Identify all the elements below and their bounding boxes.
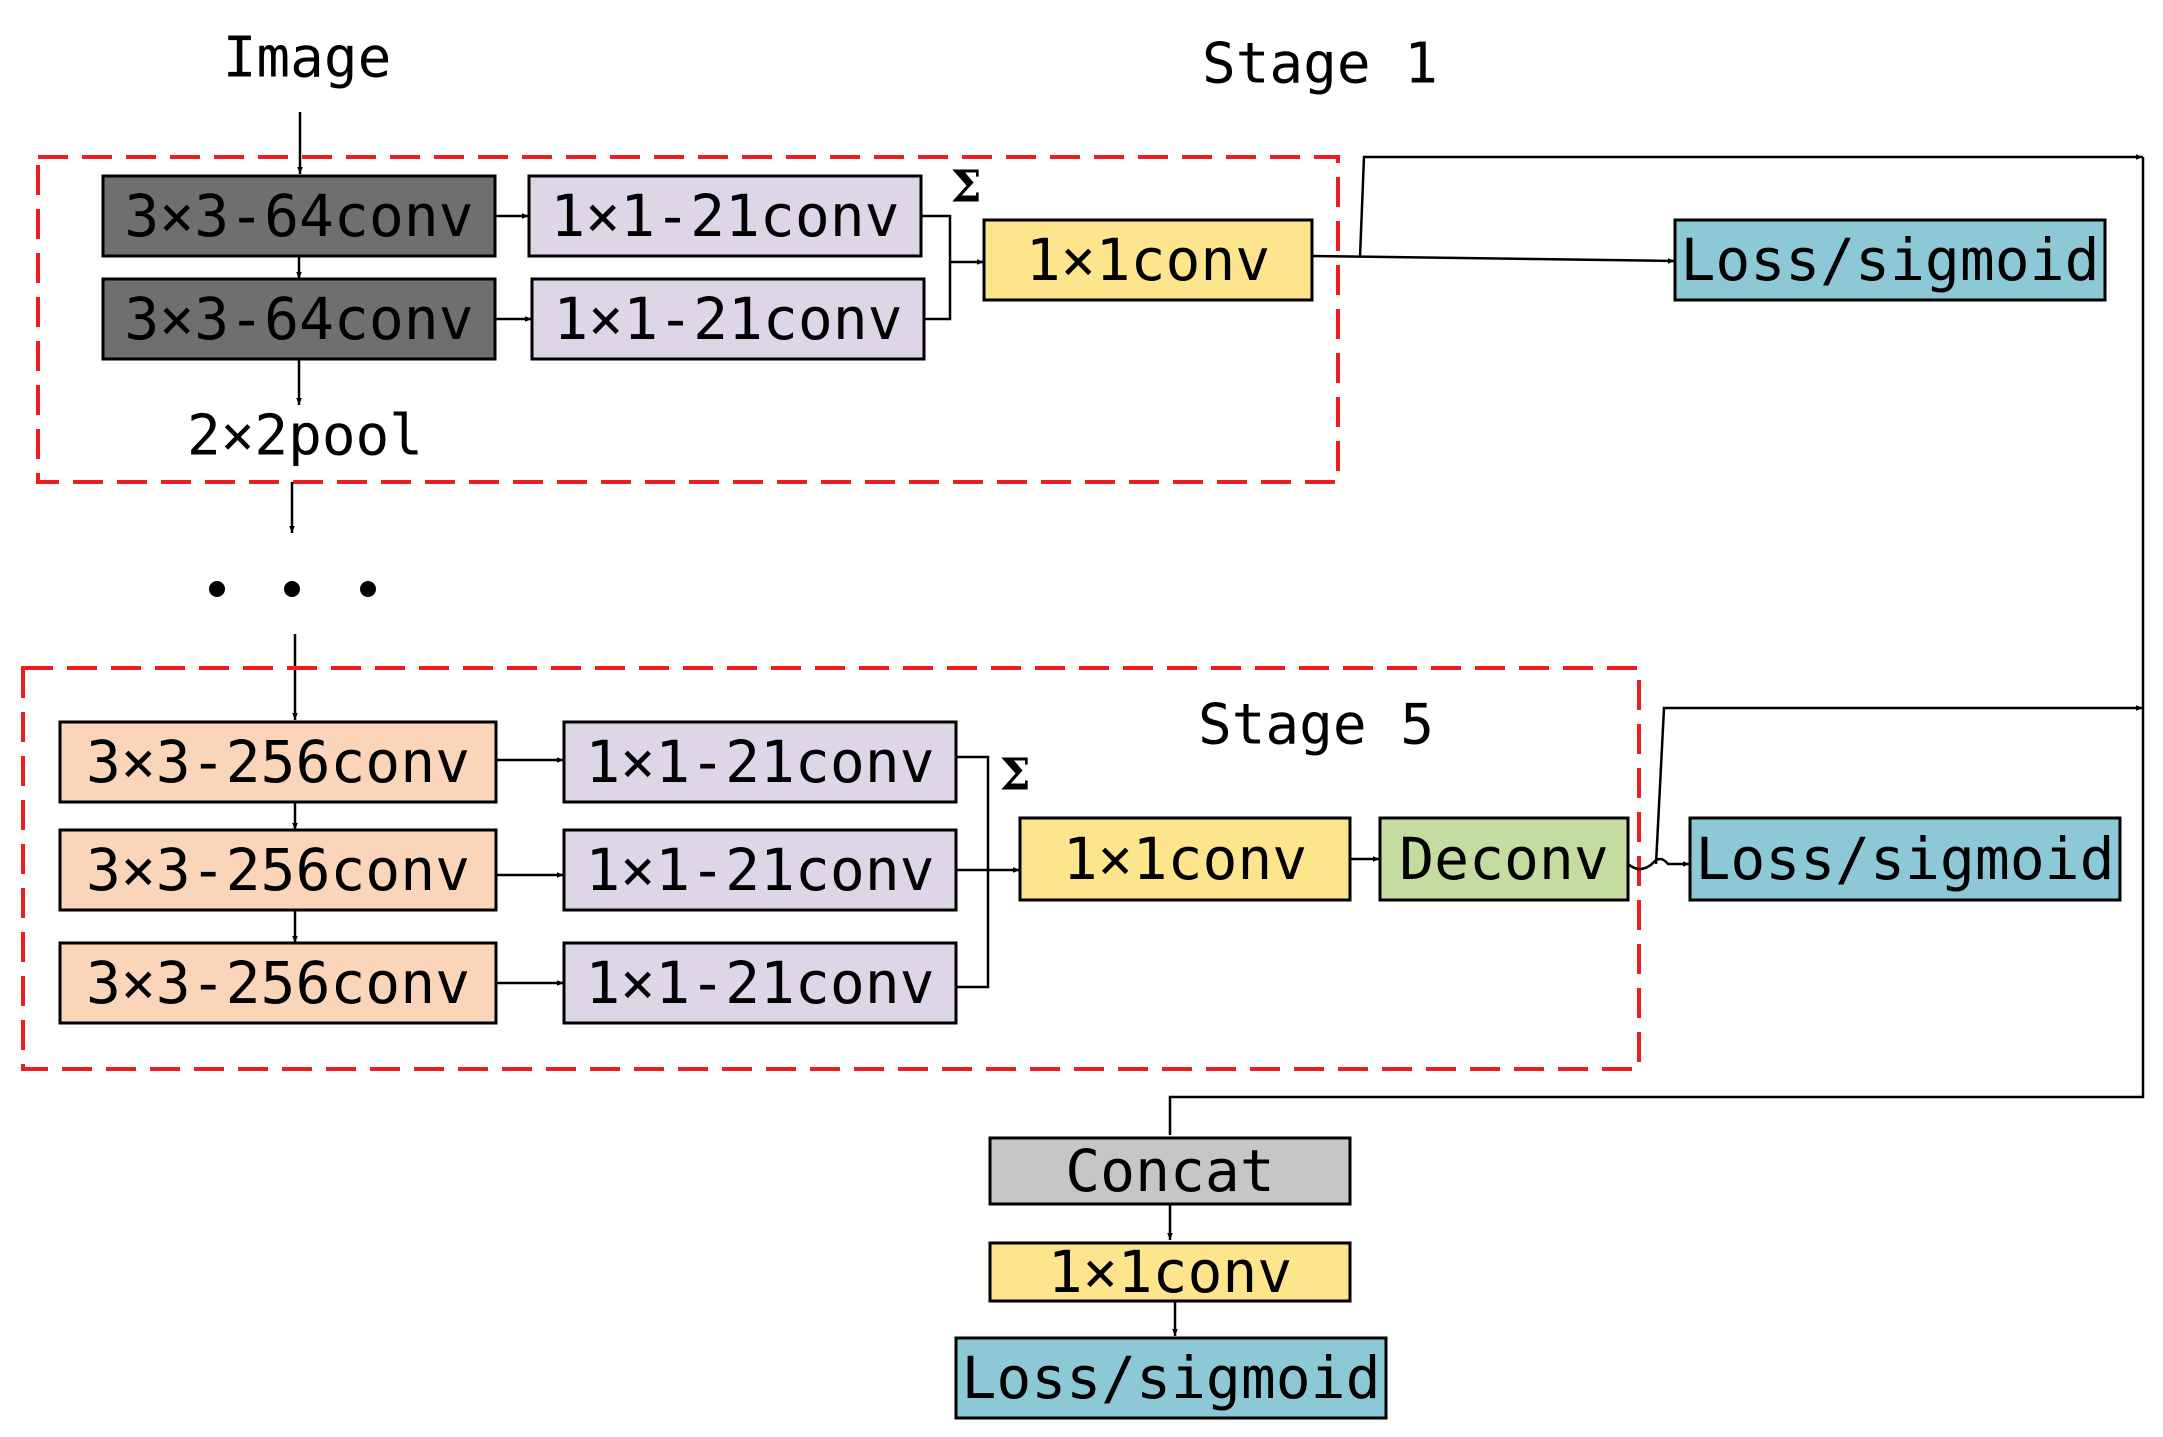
stage5-title: Stage 5: [1198, 693, 1434, 758]
stage5-deconv-box: Deconv: [1378, 816, 1630, 902]
stage5-conv256-box-c: 3×3-256conv: [58, 941, 498, 1025]
stage1-to-fusion-line: [1358, 154, 2143, 258]
svg-text:3×3-64conv: 3×3-64conv: [124, 285, 473, 353]
svg-text:1×1conv: 1×1conv: [1063, 825, 1307, 893]
stage5-sum-symbol: Σ: [999, 750, 1030, 801]
stage5-loss-box: Loss/sigmoid: [1688, 816, 2122, 902]
svg-text:3×3-256conv: 3×3-256conv: [86, 949, 470, 1017]
ellipsis: [209, 581, 376, 597]
stage5-sum-bracket: [956, 755, 990, 989]
stage1-conv64-box-b: 3×3-64conv: [101, 277, 497, 361]
stage5-to-fusion-line: [1654, 705, 2143, 865]
svg-text:1×1conv: 1×1conv: [1048, 1238, 1292, 1306]
stage5-conv21-box-b: 1×1-21conv: [562, 828, 958, 912]
svg-text:1×1-21conv: 1×1-21conv: [553, 285, 902, 353]
stage1-loss-box: Loss/sigmoid: [1673, 218, 2107, 302]
stage1-title: Stage 1: [1202, 32, 1438, 97]
svg-text:3×3-64conv: 3×3-64conv: [124, 182, 473, 250]
stage1-region: [36, 155, 1340, 484]
svg-text:1×1conv: 1×1conv: [1026, 226, 1270, 294]
stage1-conv21-box-b: 1×1-21conv: [530, 277, 926, 361]
fusion-bus-line: [1168, 157, 2145, 1135]
pool-label: 2×2pool: [187, 404, 423, 469]
stage1-conv1x1-box: 1×1conv: [982, 218, 1314, 302]
fusion-conv1x1-box: 1×1conv: [988, 1238, 1352, 1306]
svg-text:Loss/sigmoid: Loss/sigmoid: [1680, 226, 2099, 294]
stage1-sum-symbol: Σ: [950, 162, 981, 213]
stage1-conv64-box-a: 3×3-64conv: [101, 174, 497, 258]
image-label: Image: [223, 26, 392, 91]
svg-text:Loss/sigmoid: Loss/sigmoid: [1695, 825, 2114, 893]
svg-text:1×1-21conv: 1×1-21conv: [585, 728, 934, 796]
concat-box: Concat: [988, 1136, 1352, 1206]
svg-text:1×1-21conv: 1×1-21conv: [585, 949, 934, 1017]
svg-text:3×3-256conv: 3×3-256conv: [86, 836, 470, 904]
stage1-sum-bracket: [921, 214, 952, 321]
stage5-to-loss-arrow: [1627, 857, 1690, 871]
stage5-conv21-box-a: 1×1-21conv: [562, 720, 958, 804]
stage1-to-loss-arrow: [1311, 254, 1676, 264]
svg-text:3×3-256conv: 3×3-256conv: [86, 728, 470, 796]
svg-text:Deconv: Deconv: [1399, 825, 1609, 893]
stage5-conv21-box-c: 1×1-21conv: [562, 941, 958, 1025]
svg-text:1×1-21conv: 1×1-21conv: [585, 836, 934, 904]
stage5-conv1x1-box: 1×1conv: [1018, 816, 1352, 902]
svg-text:Concat: Concat: [1065, 1137, 1275, 1205]
fusion-loss-box: Loss/sigmoid: [954, 1336, 1388, 1420]
stage5-conv256-box-b: 3×3-256conv: [58, 828, 498, 912]
stage5-conv256-box-a: 3×3-256conv: [58, 720, 498, 804]
svg-text:1×1-21conv: 1×1-21conv: [550, 182, 899, 250]
stage1-conv21-box-a: 1×1-21conv: [527, 174, 923, 258]
svg-text:Loss/sigmoid: Loss/sigmoid: [961, 1344, 1380, 1412]
